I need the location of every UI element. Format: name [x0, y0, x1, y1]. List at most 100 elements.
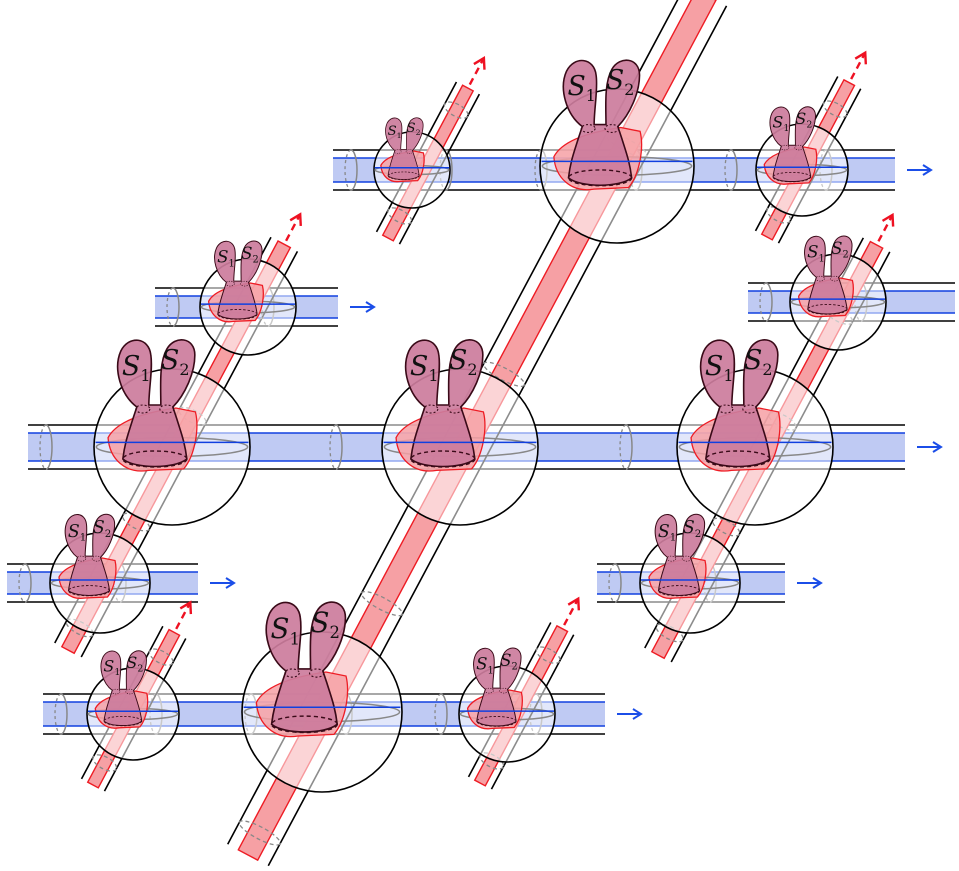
surface-body	[769, 106, 816, 182]
neck-ring	[742, 404, 758, 414]
label-s1-subscript: 1	[290, 629, 300, 648]
label-s2-subscript: 2	[843, 250, 849, 261]
surface-body	[64, 513, 116, 597]
neck-ring	[135, 404, 151, 414]
boundary-ellipse	[705, 450, 771, 468]
surface-body	[562, 59, 641, 186]
meridian-ring	[535, 646, 561, 664]
meridian-ring	[45, 424, 53, 470]
red-dashed-arrow-icon	[468, 57, 485, 86]
surface-body	[404, 339, 484, 468]
label-s2-subscript: 2	[105, 528, 112, 540]
meridian-ring	[711, 517, 741, 537]
red-dashed-arrow-icon	[850, 52, 867, 80]
meridian-ring-back	[534, 149, 542, 191]
blue-arrow-icon	[632, 708, 643, 720]
meridian-ring-back	[724, 149, 732, 191]
boundary-ellipse	[772, 171, 812, 183]
boundary-ellipse	[103, 715, 143, 727]
meridian-ring	[625, 424, 633, 470]
meridian-ring	[360, 590, 404, 617]
label-s1-subscript: 1	[819, 253, 825, 264]
meridian-ring	[765, 282, 773, 322]
label-s2-subscript: 2	[695, 528, 702, 540]
meridian-ring	[335, 424, 343, 470]
boundary-ellipse	[476, 716, 517, 727]
boundary-ellipse	[122, 450, 188, 468]
neck-ring	[405, 149, 414, 154]
blue-arrow-icon	[932, 441, 943, 453]
surface-body	[385, 117, 424, 180]
meridian-ring	[238, 820, 281, 846]
label-s2-subscript: 2	[330, 623, 340, 642]
red-dashed-arrow-icon	[179, 600, 193, 615]
meridian-ring	[60, 693, 68, 735]
label-s1-subscript: 1	[723, 366, 733, 385]
surface-body	[214, 240, 263, 320]
meridian-ring-back	[759, 282, 767, 322]
label-s1-subscript: 1	[140, 366, 150, 385]
surface-body	[100, 650, 147, 726]
neck-ring	[830, 275, 840, 282]
red-dashed-arrow-icon	[881, 212, 895, 227]
label-s2-subscript: 2	[467, 360, 477, 379]
neck-ring	[394, 149, 402, 154]
meridian-ring	[483, 361, 526, 388]
red-dashed-arrow-icon	[473, 56, 486, 70]
neck-ring	[423, 404, 439, 414]
label-s2-subscript: 2	[806, 120, 812, 131]
neck-ring	[604, 123, 620, 133]
blue-arrow-icon	[812, 577, 823, 589]
neck-ring	[240, 280, 250, 287]
surface-body	[699, 339, 779, 468]
label-s2-subscript: 2	[137, 664, 143, 675]
boundary-ellipse	[410, 450, 476, 468]
meridian-ring-back	[344, 149, 352, 191]
neck-ring	[780, 144, 790, 151]
blue-arrow-icon	[365, 301, 376, 313]
label-s2-subscript: 2	[624, 80, 634, 99]
neck-ring	[159, 404, 175, 414]
meridian-ring	[387, 207, 413, 225]
meridian-ring	[614, 563, 622, 603]
meridian-ring-back	[619, 424, 627, 470]
arrow-layer	[175, 50, 943, 720]
surface-body	[265, 601, 347, 733]
label-s2-subscript: 2	[179, 360, 189, 379]
label-s1-subscript: 1	[428, 366, 438, 385]
meridian-ring	[730, 149, 738, 191]
boundary-ellipse	[217, 309, 258, 320]
neck-ring	[681, 555, 692, 562]
label-s2-subscript: 2	[762, 360, 772, 379]
neck-ring	[815, 275, 825, 282]
label-s1-subscript: 1	[397, 131, 402, 140]
boundary-ellipse	[658, 585, 700, 597]
red-dashed-arrow-icon	[285, 213, 302, 242]
meridian-ring-back	[39, 424, 47, 470]
surface-body	[804, 235, 853, 315]
boundary-ellipse	[807, 304, 848, 315]
neck-ring	[718, 404, 734, 414]
label-s1: S1	[271, 612, 300, 648]
label-s2-subscript: 2	[512, 662, 518, 673]
meridian-ring	[350, 149, 358, 191]
neck-ring	[76, 555, 87, 562]
meridian-ring-back	[18, 563, 26, 603]
